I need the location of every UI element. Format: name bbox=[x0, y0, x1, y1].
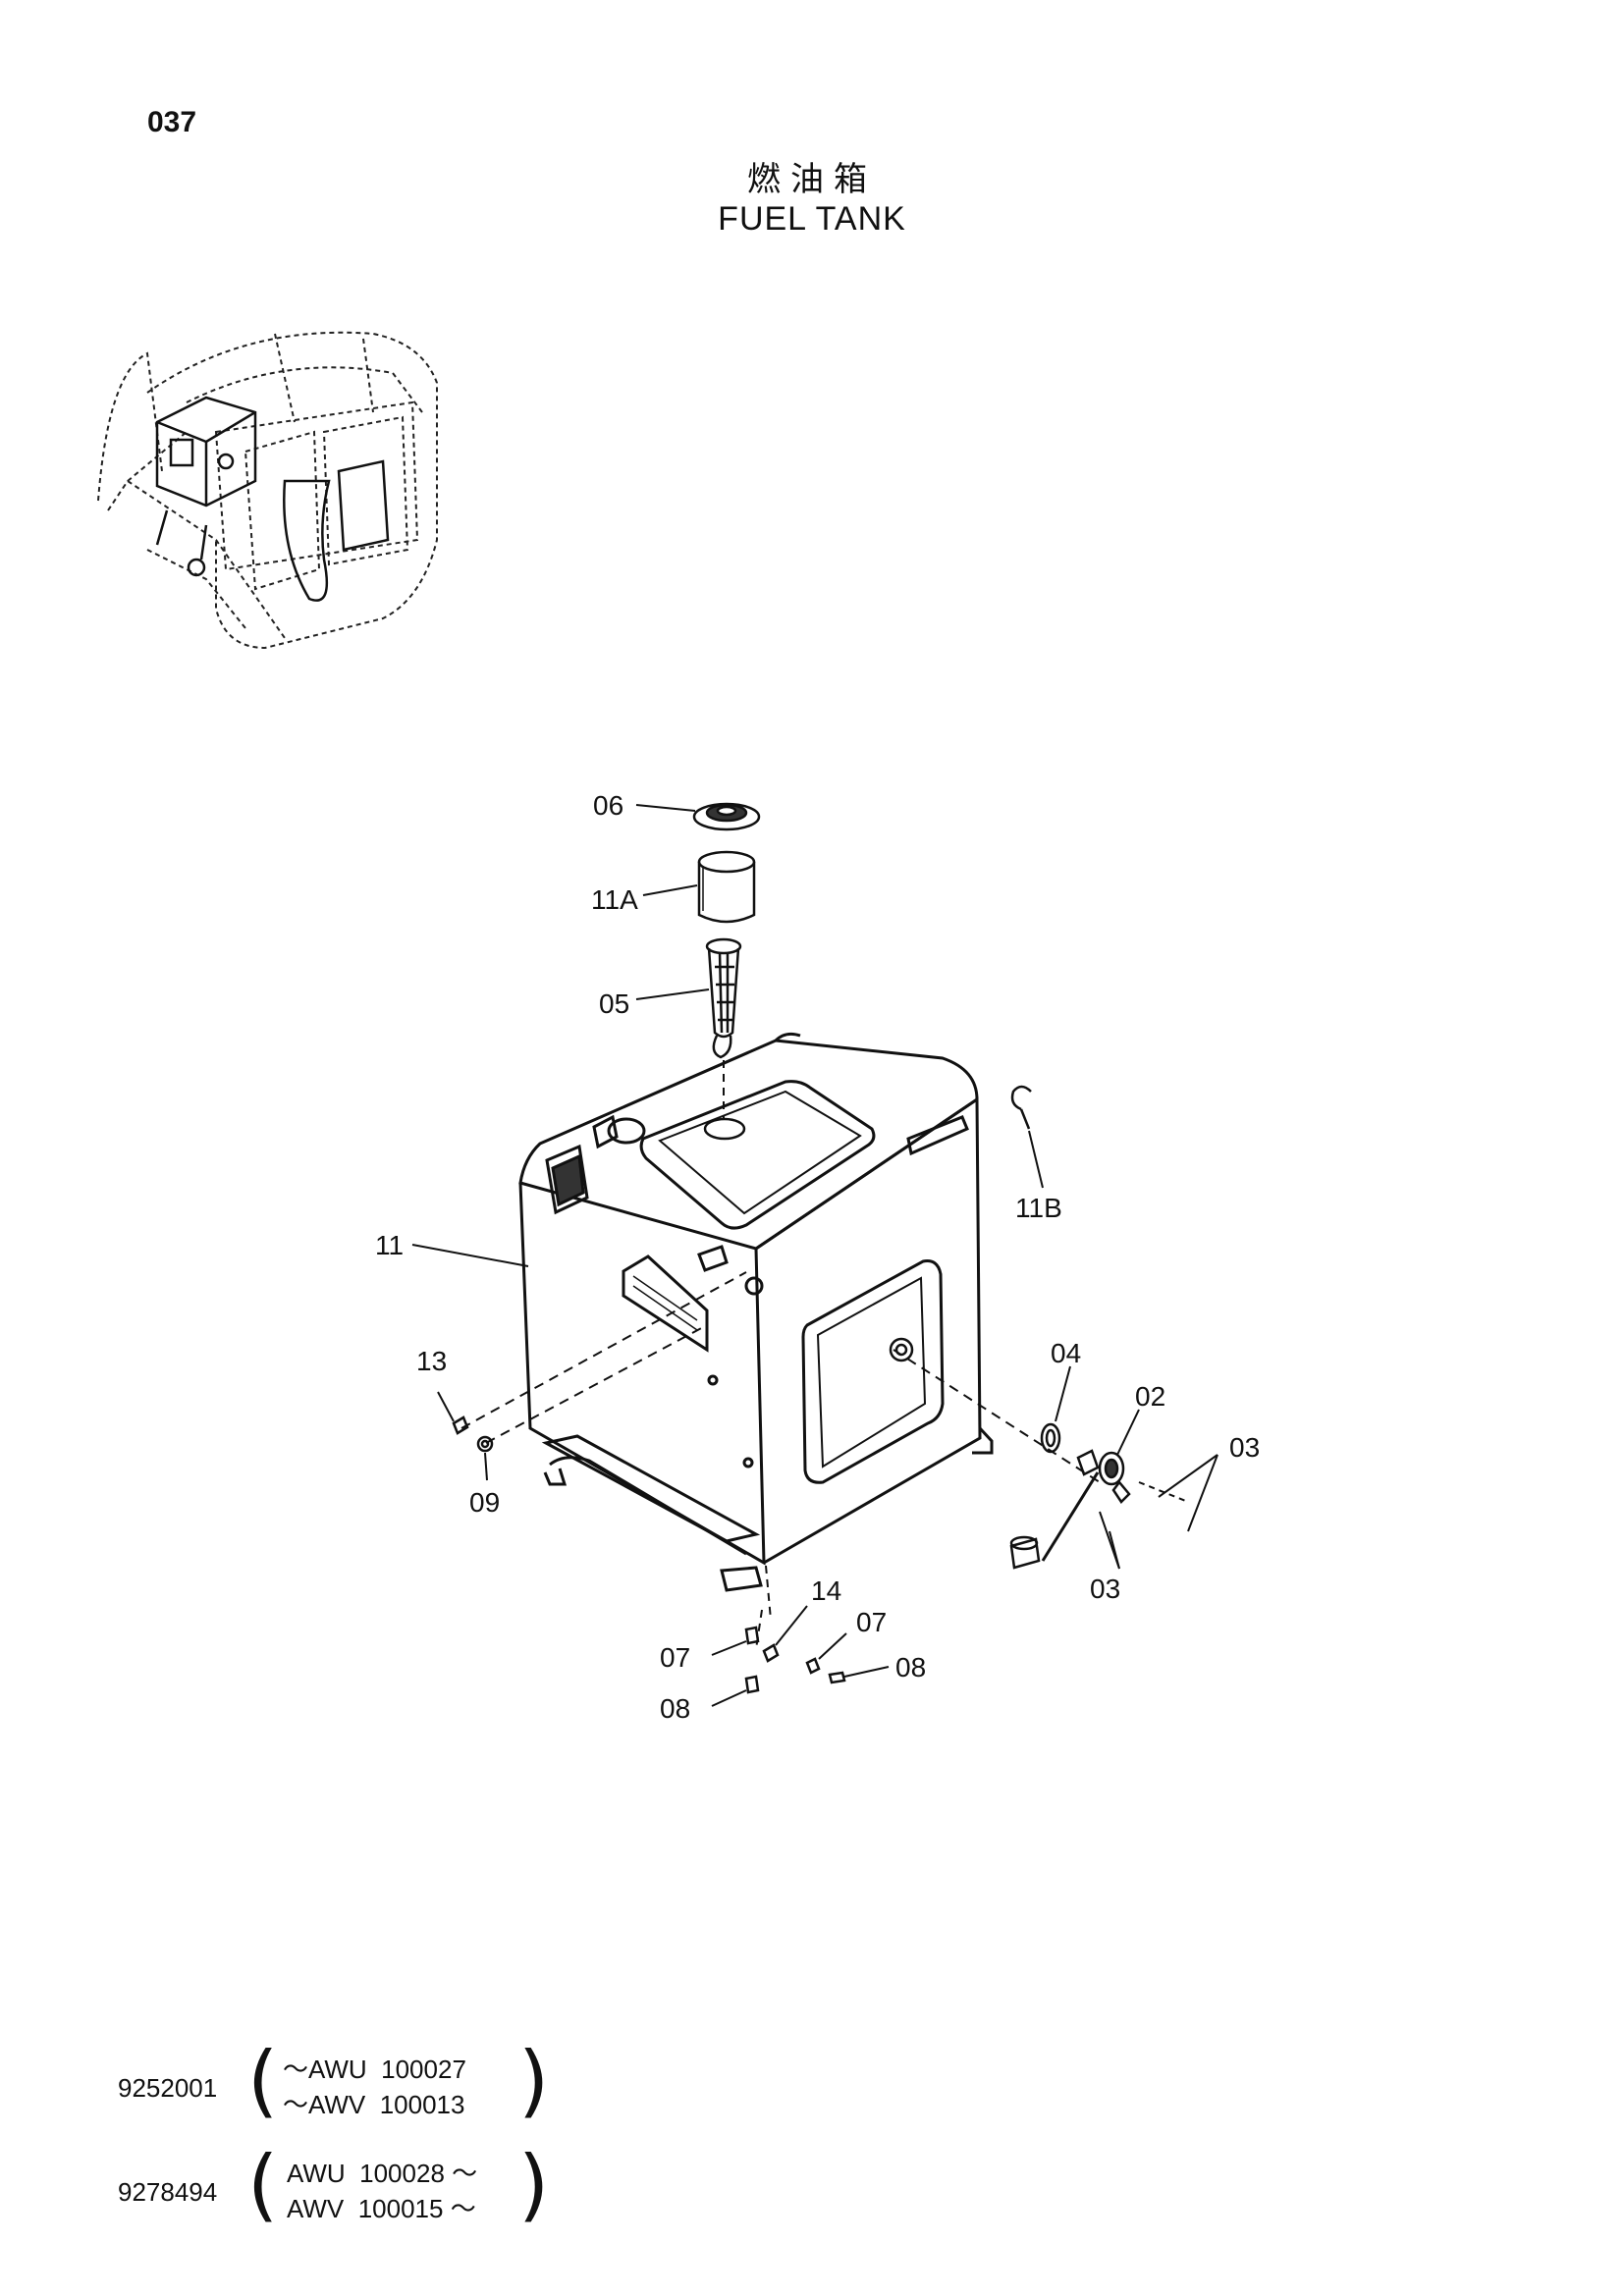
leader-lines bbox=[411, 804, 1218, 1707]
serial-range-line: AWU 100028 ～ bbox=[287, 2159, 478, 2188]
callout-03-lower: 03 bbox=[1090, 1574, 1120, 1604]
locator-thumbnail bbox=[97, 331, 438, 650]
callout-13: 13 bbox=[416, 1346, 447, 1376]
serial-number: 9278494 bbox=[118, 2177, 218, 2207]
close-paren: ) bbox=[518, 2139, 550, 2230]
close-paren: ) bbox=[518, 2035, 550, 2126]
part-06-cap bbox=[692, 802, 761, 831]
callout-11a: 11A bbox=[591, 884, 638, 915]
callout-11: 11 bbox=[375, 1230, 404, 1260]
page-number: 037 bbox=[147, 106, 197, 138]
part-fasteners-left bbox=[452, 1415, 494, 1453]
serial-range-line: ～AWV 100013 bbox=[283, 2090, 465, 2119]
callout-02: 02 bbox=[1135, 1381, 1165, 1412]
callout-07-right: 07 bbox=[856, 1607, 887, 1637]
callout-03-upper: 03 bbox=[1229, 1432, 1260, 1463]
title-english: FUEL TANK bbox=[718, 200, 906, 238]
open-paren: ( bbox=[247, 2139, 279, 2230]
callout-05: 05 bbox=[599, 988, 629, 1019]
open-paren: ( bbox=[247, 2035, 279, 2126]
callout-11b: 11B bbox=[1015, 1193, 1062, 1223]
part-drain-assembly bbox=[889, 1337, 1189, 1570]
part-11a-cylinder bbox=[697, 850, 756, 924]
callout-08-left: 08 bbox=[660, 1693, 690, 1724]
callout-09: 09 bbox=[469, 1487, 500, 1518]
part-11-tank-body bbox=[460, 1032, 1101, 1650]
title-chinese: 燃油箱 bbox=[747, 160, 877, 199]
part-05-strainer bbox=[705, 937, 742, 1119]
callout-07-left: 07 bbox=[660, 1642, 690, 1673]
serial-range-line: ～AWU 100027 bbox=[283, 2055, 466, 2084]
part-fasteners-bottom bbox=[744, 1626, 846, 1694]
serial-range-line: AWV 100015 ～ bbox=[287, 2194, 476, 2223]
callout-06: 06 bbox=[593, 790, 623, 821]
callout-08-right: 08 bbox=[895, 1652, 926, 1682]
callout-04: 04 bbox=[1051, 1338, 1081, 1368]
callout-14: 14 bbox=[811, 1575, 841, 1606]
part-11b-clip bbox=[1010, 1085, 1032, 1130]
serial-number: 9252001 bbox=[118, 2073, 218, 2103]
